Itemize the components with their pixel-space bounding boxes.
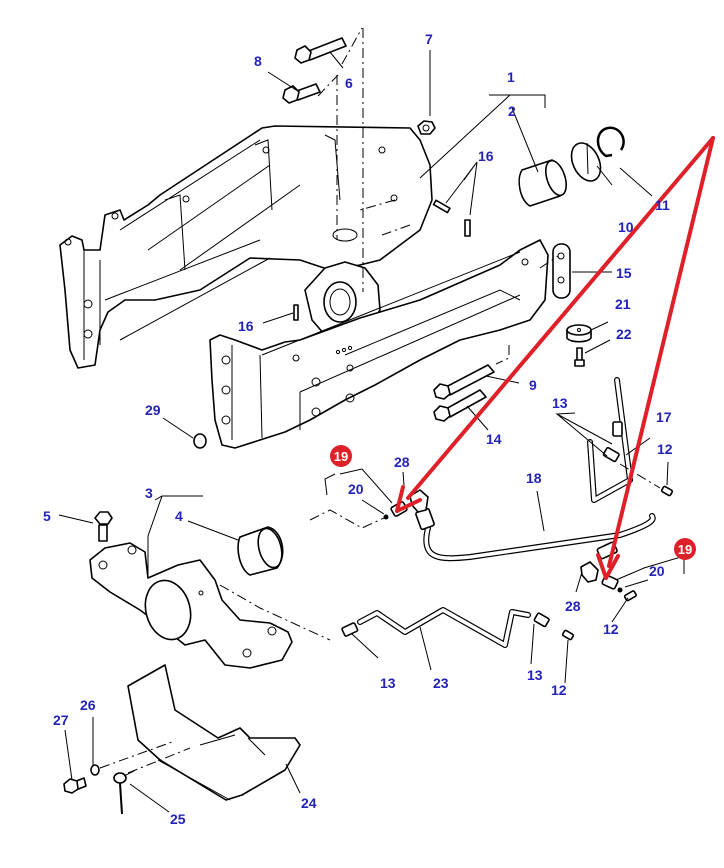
pipe-17: [587, 377, 633, 503]
callout-26[interactable]: 26: [80, 697, 96, 713]
rubber-pad-21: [566, 324, 592, 343]
plug-12-upper: [660, 485, 674, 497]
assembly-line: [336, 28, 364, 292]
svg-text:19: 19: [334, 449, 348, 464]
callout-14[interactable]: 14: [486, 431, 502, 447]
bolt-14: [433, 389, 487, 422]
stud-16-left: [293, 304, 299, 321]
callout-11[interactable]: 11: [655, 197, 670, 213]
callout-15[interactable]: 15: [616, 265, 632, 281]
clip-25: [113, 770, 135, 815]
arrow-head-left: [395, 485, 422, 513]
stud-16-top: [432, 199, 451, 214]
callout-12-right[interactable]: 12: [603, 621, 619, 637]
pipe-23: [357, 607, 531, 648]
bolt-27: [63, 777, 87, 794]
red-arrow-annotation: [395, 136, 715, 580]
callout-12-upper[interactable]: 12: [657, 441, 673, 457]
callout-20-left[interactable]: 20: [348, 481, 364, 497]
plug-12-lower: [561, 629, 575, 641]
assembly-line: [317, 27, 363, 97]
callout-12-lower[interactable]: 12: [551, 682, 567, 698]
plate-15: [552, 243, 571, 299]
callout-9[interactable]: 9: [529, 377, 537, 393]
axle-support-frame: [59, 125, 549, 449]
callout-23[interactable]: 23: [433, 675, 449, 691]
union-13-upper-1: [612, 421, 623, 437]
arrow-to-fitting-19-left: [406, 136, 715, 500]
stud-16-right: [464, 219, 471, 237]
callout-19-right-badge[interactable]: 19: [674, 538, 696, 560]
callout-27[interactable]: 27: [53, 712, 69, 728]
callout-2[interactable]: 2: [508, 103, 516, 119]
callout-17[interactable]: 17: [656, 409, 672, 425]
callout-3[interactable]: 3: [145, 485, 153, 501]
union-13-left: [341, 622, 359, 637]
rear-bracket-3: [89, 542, 293, 669]
callout-20-right[interactable]: 20: [649, 563, 665, 579]
callout-16-left[interactable]: 16: [238, 318, 254, 334]
nut-7: [417, 120, 436, 135]
callout-22[interactable]: 22: [616, 326, 632, 342]
plug-12-right: [623, 590, 637, 602]
callout-28-right[interactable]: 28: [565, 598, 581, 614]
bush-4: [237, 526, 284, 576]
washer-26: [90, 764, 100, 776]
callout-13-left[interactable]: 13: [380, 675, 396, 691]
plug-29: [193, 433, 207, 449]
callout-labels: 1 2 3 4 5 6 7 8 9 10 11 12 12 12 13 13 1…: [43, 31, 696, 827]
svg-text:19: 19: [678, 542, 692, 557]
callout-16-top[interactable]: 16: [478, 148, 494, 164]
guard-24: [127, 664, 301, 801]
circlip-11: [596, 126, 625, 158]
cover-plate-10: [570, 142, 602, 182]
elbow-28-right: [580, 561, 599, 583]
callout-4[interactable]: 4: [175, 508, 183, 524]
callout-13-upper[interactable]: 13: [552, 395, 568, 411]
screw-22: [574, 347, 585, 367]
arrow-to-fitting-19-right: [607, 136, 715, 568]
callout-1[interactable]: 1: [507, 69, 515, 85]
assembly-line: [359, 199, 411, 236]
callout-7[interactable]: 7: [425, 31, 433, 47]
bolt-5: [94, 511, 113, 542]
callout-10[interactable]: 10: [618, 219, 634, 235]
bolt-9: [433, 364, 495, 400]
callout-19-left-badge[interactable]: 19: [330, 445, 352, 467]
union-13-upper-2: [602, 446, 620, 463]
bush-2: [518, 159, 568, 207]
bolt-6: [294, 37, 347, 64]
callout-28-left[interactable]: 28: [394, 454, 410, 470]
callout-13-right[interactable]: 13: [527, 667, 543, 683]
callout-18[interactable]: 18: [526, 470, 542, 486]
callout-6[interactable]: 6: [345, 75, 353, 91]
callout-25[interactable]: 25: [170, 811, 186, 827]
callout-21[interactable]: 21: [615, 296, 631, 312]
union-13-right: [533, 612, 550, 628]
bolt-8: [282, 83, 321, 104]
callout-24[interactable]: 24: [301, 795, 317, 811]
callout-8[interactable]: 8: [254, 53, 262, 69]
arrow-head-right: [596, 553, 620, 580]
callout-29[interactable]: 29: [145, 402, 161, 418]
hose-18: [415, 507, 656, 562]
callout-5[interactable]: 5: [43, 508, 51, 524]
